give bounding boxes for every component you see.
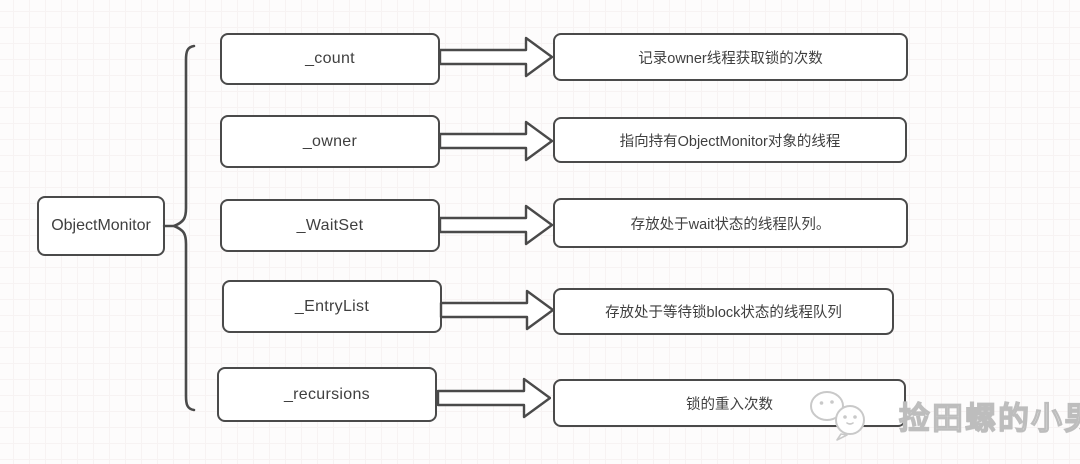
right-block-arrow-icon [436, 377, 551, 419]
right-block-arrow-icon [438, 120, 553, 162]
desc-box-owner: 指向持有ObjectMonitor对象的线程 [553, 117, 907, 163]
desc-box-count: 记录owner线程获取锁的次数 [553, 33, 908, 81]
field-label: _recursions [283, 385, 370, 403]
desc-label: 记录owner线程获取锁的次数 [638, 50, 823, 67]
right-block-arrow-icon [438, 36, 553, 78]
desc-box-recursions: 锁的重入次数 [553, 379, 906, 427]
watermark: 捡田螺的小男孩 [803, 389, 1080, 441]
curly-brace-connector [162, 44, 196, 412]
field-label: _count [305, 50, 355, 67]
right-block-arrow-icon [439, 289, 554, 331]
watermark-text: 捡田螺的小男孩 [898, 400, 1080, 436]
desc-label: 存放处于wait状态的线程队列。 [630, 216, 831, 233]
field-box-owner: _owner [220, 115, 440, 168]
field-box-waitset: _WaitSet [220, 199, 440, 252]
root-box-objectmonitor: ObjectMonitor [37, 196, 165, 256]
field-box-entrylist: _EntryList [222, 280, 442, 333]
field-label: _owner [302, 132, 358, 150]
field-label: _WaitSet [296, 216, 364, 234]
chat-bubbles-mascot-icon [810, 391, 865, 441]
desc-box-entrylist: 存放处于等待锁block状态的线程队列 [553, 288, 894, 335]
field-box-recursions: _recursions [217, 367, 437, 422]
field-label: _EntryList [294, 297, 370, 315]
field-box-count: _count [220, 33, 440, 85]
root-label: ObjectMonitor [51, 217, 151, 234]
right-block-arrow-icon [438, 204, 553, 246]
desc-label: 锁的重入次数 [686, 396, 773, 413]
desc-box-waitset: 存放处于wait状态的线程队列。 [553, 198, 908, 248]
desc-label: 指向持有ObjectMonitor对象的线程 [619, 133, 841, 150]
desc-label: 存放处于等待锁block状态的线程队列 [605, 305, 842, 321]
